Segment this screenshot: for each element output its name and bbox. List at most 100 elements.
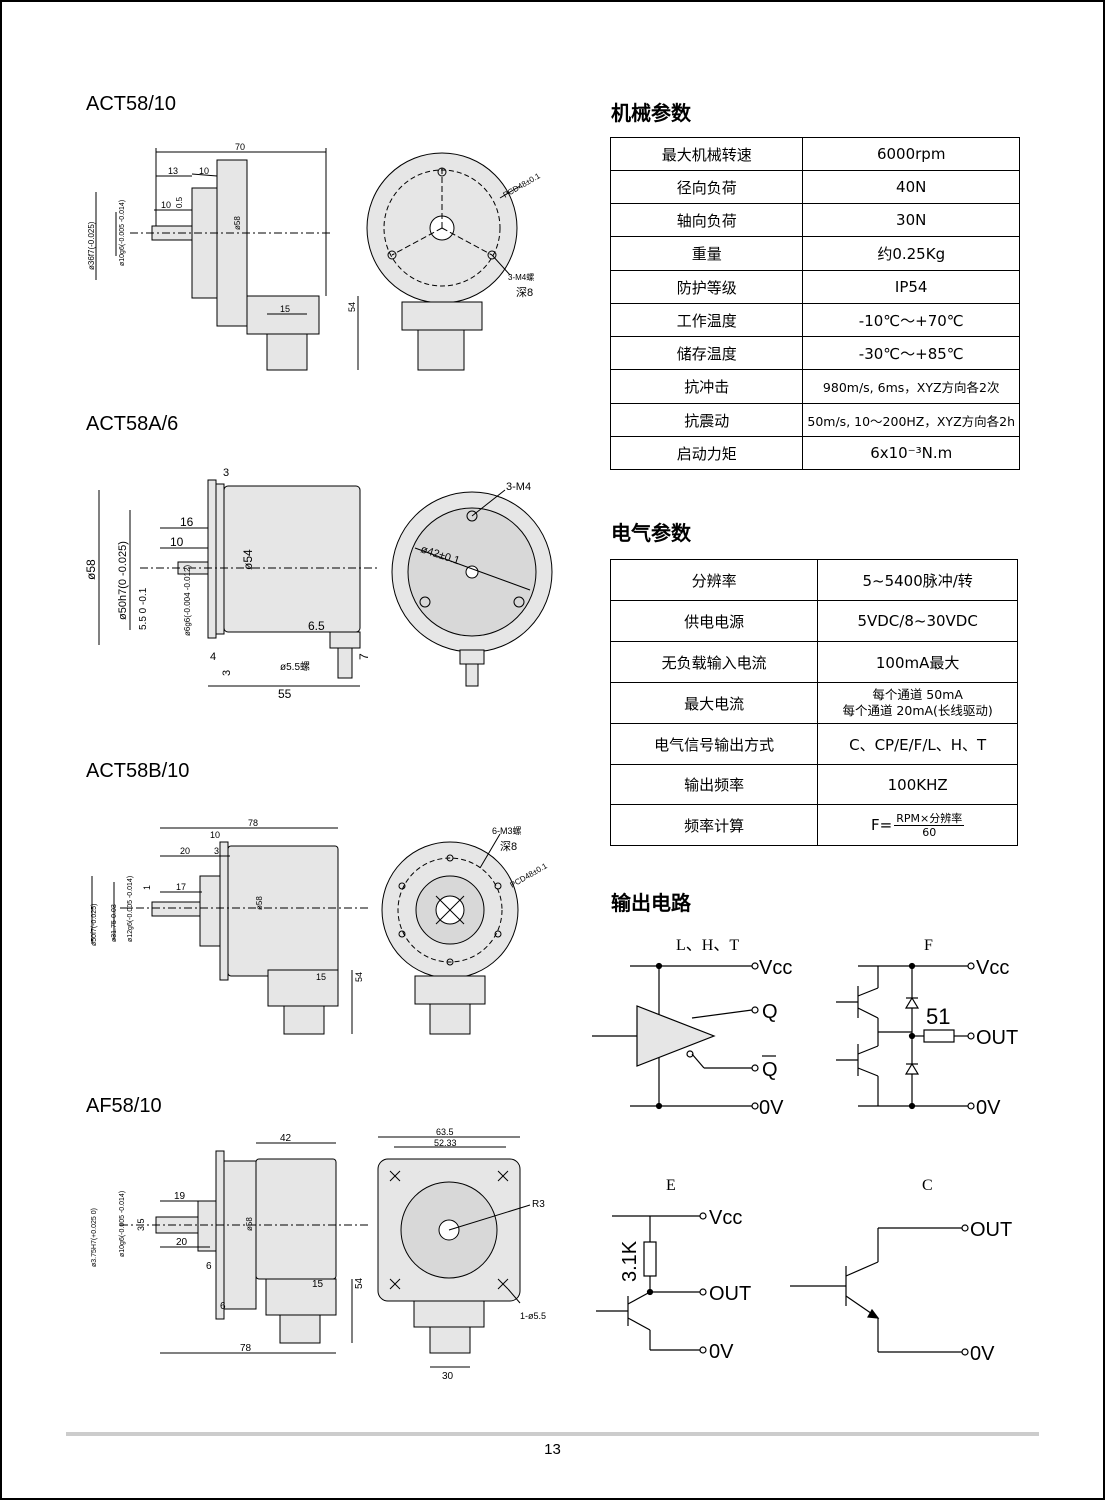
dim-3b: 3 [221, 670, 233, 676]
lht-vcc: Vcc [759, 957, 792, 979]
table-row: 重量约0.25Kg [609, 236, 1020, 271]
dim-78: 78 [240, 1343, 252, 1354]
dim-3: 3 [214, 846, 219, 856]
dim-6a: 6 [206, 1261, 212, 1272]
dim-phi12: ø12g6(-0.005 -0.014) [127, 876, 134, 942]
dim-42: 42 [280, 1133, 292, 1144]
dim-phi58: ø58 [84, 559, 98, 580]
elec-label: 频率计算 [609, 804, 819, 846]
mech-value: 50m/s, 10～200HZ，XYZ方向各2h [802, 403, 1020, 437]
dim-phi36: ø36f7(-0.025) [87, 221, 96, 270]
electrical-title: 电气参数 [611, 521, 691, 545]
sq-635: 63.5 [436, 1127, 454, 1137]
model-label-act58b-10: ACT58B/10 [86, 760, 190, 782]
elec-value: 5VDC/8~30VDC [817, 600, 1018, 642]
circuit-e: E Vcc 3.1K OUT 0V [592, 1170, 792, 1374]
max-current-line1: 每个通道 50mA [872, 687, 963, 702]
mech-value: 40N [802, 170, 1020, 204]
dim-phi54: ø54 [241, 549, 255, 570]
table-row: 工作温度-10℃～+70℃ [609, 303, 1020, 337]
mech-label: 启动力矩 [609, 436, 804, 470]
drawing-act58a-6: 3 16 10 ø58 ø50h7(0 -0.025) 5.5 0 -0.1 ø… [80, 460, 560, 710]
dim-phi6: ø6g6(-0.004 -0.012) [183, 565, 192, 636]
e-out: OUT [709, 1283, 751, 1305]
elec-value: F= RPM×分辨率 60 [817, 804, 1018, 846]
freq-prefix: F= [871, 816, 893, 834]
mech-label: 储存温度 [609, 336, 804, 370]
mech-value: 30N [802, 203, 1020, 237]
f-vcc: Vcc [976, 957, 1009, 979]
freq-numerator: RPM×分辨率 [894, 811, 965, 826]
c-ov: 0V [970, 1343, 995, 1365]
dim-1: 1 [142, 885, 152, 890]
dim-54: 54 [347, 302, 357, 312]
e-ov: 0V [709, 1341, 734, 1363]
elec-value: 100mA最大 [817, 641, 1018, 683]
e-vcc: Vcc [709, 1207, 742, 1229]
table-row: 储存温度-30℃～+85℃ [609, 336, 1020, 370]
dim-54: 54 [354, 972, 364, 982]
lht-title: L、H、T [676, 937, 739, 954]
dim-phi55: ø5.5螺 [280, 661, 310, 673]
f-ov: 0V [976, 1097, 1001, 1118]
dim-70: 70 [235, 142, 245, 152]
elec-label: 无负载输入电流 [609, 641, 819, 683]
mech-label: 重量 [609, 236, 804, 271]
mech-label: 径向负荷 [609, 170, 804, 204]
page-number: 13 [544, 1441, 561, 1458]
f-title: F [924, 937, 933, 954]
holes-label: 6-M3螺 [492, 826, 522, 836]
dim-78: 78 [248, 818, 258, 828]
dim-20: 20 [176, 1237, 188, 1248]
dim-phi50: ø50f7(-0.025) [91, 904, 98, 946]
f-res: 51 [926, 1004, 950, 1029]
dim-phi58: ø58 [255, 896, 264, 910]
mech-value: -30℃～+85℃ [802, 336, 1020, 370]
table-row: 最大电流 每个通道 50mA 每个通道 20mA(长线驱动) [609, 682, 1018, 724]
mech-value: IP54 [802, 270, 1020, 304]
mech-value: -10℃～+70℃ [802, 303, 1020, 337]
drawing-af58-10: 42 19 3.5 20 6 6 ø3.75H7(+0.025 0) ø10g6… [80, 1125, 560, 1385]
r3-label: R3 [532, 1199, 545, 1210]
elec-value: 每个通道 50mA 每个通道 20mA(长线驱动) [817, 682, 1018, 724]
c-title: C [922, 1177, 933, 1194]
c-out: OUT [970, 1219, 1012, 1241]
mech-label: 防护等级 [609, 270, 804, 304]
hole-label: 1-ø5.5 [520, 1311, 546, 1321]
mech-value: 6x10⁻³N.m [802, 436, 1020, 470]
holes-label: 3-M4 [506, 481, 531, 493]
drawing-act58-10: 70 13 10 10 0.5 ø36f7(-0.025) ø10g6(-0.0… [80, 130, 550, 380]
mech-label: 轴向负荷 [609, 203, 804, 237]
model-label-act58-10: ACT58/10 [86, 93, 177, 115]
e-res: 3.1K [619, 1240, 641, 1282]
e-title: E [666, 1177, 676, 1194]
model-label-act58a-6: ACT58A/6 [86, 413, 179, 435]
dim-10: 10 [170, 535, 184, 549]
dim-17: 17 [176, 882, 186, 892]
dim-30: 30 [442, 1371, 454, 1382]
mech-value: 6000rpm [802, 137, 1020, 171]
drawing-act58b-10: 78 10 20 3 17 1 ø50f7(-0.025) ø31.75-0.0… [80, 810, 560, 1050]
dim-10a: 10 [199, 166, 209, 176]
pcd-label: PCD48±0.1 [502, 171, 543, 200]
f-out: OUT [976, 1027, 1018, 1049]
dim-phi10: ø10g6(-0.005 -0.014) [119, 200, 126, 266]
page-rule [66, 1432, 1039, 1436]
dim-54: 54 [354, 1277, 365, 1289]
dim-phi3175: ø31.75-0.03 [111, 904, 118, 942]
dim-4: 4 [210, 651, 216, 663]
dim-65: 6.5 [308, 619, 325, 633]
